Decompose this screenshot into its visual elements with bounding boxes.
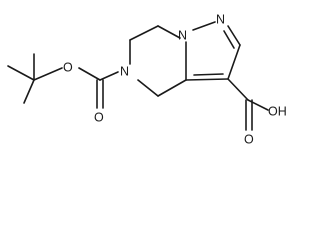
molecule-drawing: O N O N N O OH bbox=[7, 12, 287, 146]
bond-n2-c3-outer bbox=[227, 25, 241, 46]
bond-c3-c3a bbox=[227, 44, 241, 80]
bond-c3a-c7a-inner bbox=[193, 73, 224, 76]
atom-label-ether-oxygen: O bbox=[63, 60, 73, 74]
bond-tbu-methyl-left bbox=[7, 65, 35, 81]
bond-carbonyl-to-n5 bbox=[99, 71, 119, 81]
bond-c4-n5 bbox=[137, 79, 159, 97]
bond-oxygen-to-carbonyl-carbon bbox=[78, 67, 101, 81]
atom-label-n1: N bbox=[178, 28, 187, 42]
atom-label-carbonyl-oxygen: O bbox=[94, 110, 104, 124]
bond-layer bbox=[7, 21, 269, 131]
atom-label-acid-carbonyl-oxygen: O bbox=[244, 132, 254, 146]
structure-canvas: O N O N N O OH bbox=[7, 12, 287, 146]
bond-acid-to-oh bbox=[247, 99, 269, 111]
atom-label-layer: O N O N N O OH bbox=[63, 12, 287, 146]
bond-tbu-methyl-bottom bbox=[23, 79, 35, 104]
bond-c6-c7 bbox=[129, 25, 159, 41]
bond-tbu-to-oxygen bbox=[33, 67, 63, 81]
bond-n2-c3-inner bbox=[223, 30, 235, 49]
bond-c3a-c7a bbox=[185, 78, 229, 81]
bond-c7a-c4 bbox=[157, 79, 187, 97]
atom-label-hydroxyl: OH bbox=[268, 104, 287, 118]
bond-c7-n1 bbox=[157, 25, 181, 39]
atom-label-n5: N bbox=[120, 64, 129, 78]
bond-n1-n2 bbox=[192, 21, 216, 31]
bond-c3a-acid-carbon bbox=[227, 78, 249, 101]
atom-label-n2: N bbox=[216, 12, 225, 26]
